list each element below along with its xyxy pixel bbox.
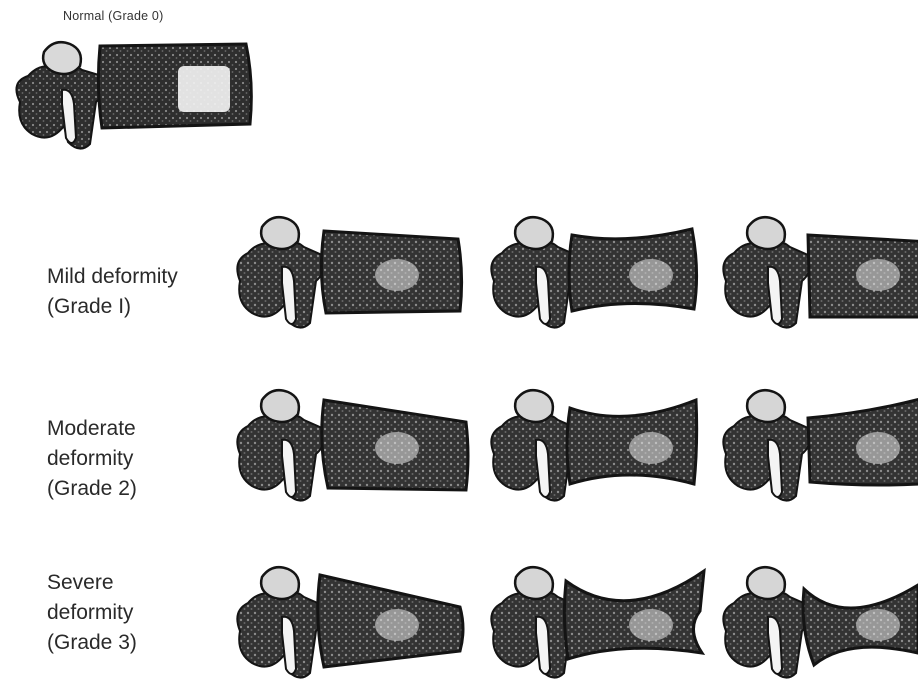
vertebra-grade-3-wedge	[232, 555, 472, 685]
vertebra-grade-2-crush	[718, 378, 918, 508]
vertebra-grade-3-crush	[718, 555, 918, 685]
vertebra-grade-1-wedge	[232, 205, 472, 335]
grade-2-label: Moderate deformity (Grade 2)	[47, 414, 137, 504]
vertebra-grade-2-wedge	[232, 378, 472, 508]
normal-grade-label: Normal (Grade 0)	[63, 9, 163, 23]
grade-1-label: Mild deformity (Grade I)	[47, 262, 178, 322]
normal-vertebra-illustration	[10, 32, 260, 152]
grade-3-label: Severe deformity (Grade 3)	[47, 568, 137, 658]
vertebra-grade-1-crush	[718, 205, 918, 335]
vertebra-grade-3-biconcave	[486, 555, 726, 685]
vertebra-grade-2-biconcave	[486, 378, 726, 508]
vertebra-grade-1-biconcave	[486, 205, 726, 335]
